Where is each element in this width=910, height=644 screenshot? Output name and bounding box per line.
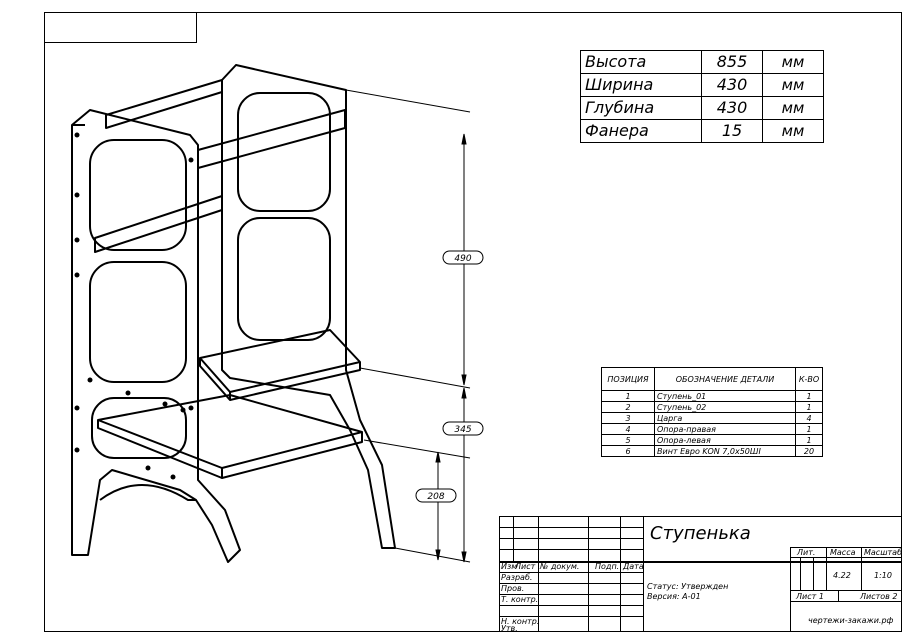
sheet-number: Лист 1	[796, 592, 824, 601]
mass-value: 4.22	[833, 571, 851, 580]
drawing-title: Ступенька	[650, 523, 751, 544]
row-razrab: Разраб.	[501, 573, 533, 582]
part-name: Опора-левая	[654, 434, 796, 446]
col-izm: Изм	[501, 562, 518, 571]
part-pos: 2	[601, 401, 655, 413]
status-text: Статус: Утвержден	[647, 582, 729, 591]
spec-unit: мм	[762, 50, 824, 74]
part-pos: 1	[601, 390, 655, 402]
upper-platform	[199, 329, 361, 401]
spec-value: 855	[701, 50, 763, 74]
parts-header-position: ПОЗИЦИЯ	[601, 367, 655, 391]
part-pos: 6	[601, 445, 655, 457]
spec-row: Высота 855 мм	[580, 50, 824, 74]
lit-label: Лит.	[797, 548, 816, 557]
spec-row: Глубина 430 мм	[580, 96, 824, 120]
spec-row: Ширина 430 мм	[580, 73, 824, 97]
top-rails	[94, 79, 346, 253]
col-doc: № докум.	[540, 562, 580, 571]
spec-table: Высота 855 мм Ширина 430 мм Глубина 430 …	[580, 50, 824, 143]
part-pos: 5	[601, 434, 655, 446]
dimension-labels	[415, 250, 484, 503]
row-prov: Пров.	[501, 584, 525, 593]
corner-stamp-box	[44, 12, 197, 43]
drawing-frame	[44, 12, 902, 632]
table-row: 1 Ступень_01 1	[601, 390, 823, 402]
site-name: чертежи-закажи.рф	[808, 616, 894, 625]
part-qty: 20	[795, 445, 823, 457]
spec-label: Ширина	[580, 73, 702, 97]
screw-holes	[74, 132, 194, 480]
part-qty: 1	[795, 434, 823, 446]
part-name: Опора-правая	[654, 423, 796, 435]
col-list: Лист	[515, 562, 536, 571]
spec-label: Высота	[580, 50, 702, 74]
spec-label: Фанера	[580, 119, 702, 143]
part-qty: 1	[795, 401, 823, 413]
row-utv: Утв.	[501, 624, 518, 633]
part-name: Ступень_02	[654, 401, 796, 413]
part-name: Царга	[654, 412, 796, 424]
part-name: Ступень_01	[654, 390, 796, 402]
front-side-panel	[71, 109, 241, 563]
scale-label: Масштаб	[864, 548, 903, 557]
parts-header-row: ПОЗИЦИЯ ОБОЗНАЧЕНИЕ ДЕТАЛИ К-ВО	[601, 367, 823, 391]
title-block: Ступенька Изм Лист № докум. Подп. Дата Р…	[499, 516, 903, 633]
parts-table: ПОЗИЦИЯ ОБОЗНАЧЕНИЕ ДЕТАЛИ К-ВО 1 Ступен…	[601, 367, 823, 457]
dim-top-height: 490	[454, 254, 471, 264]
lower-step	[97, 394, 363, 479]
version-text: Версия: А-01	[647, 592, 701, 601]
mass-label: Масса	[830, 548, 856, 557]
col-sign: Подп.	[595, 562, 620, 571]
table-row: 5 Опора-левая 1	[601, 434, 823, 446]
spec-unit: мм	[762, 73, 824, 97]
row-n-kontr: Н. контр.	[501, 617, 540, 626]
spec-unit: мм	[762, 119, 824, 143]
parts-header-name: ОБОЗНАЧЕНИЕ ДЕТАЛИ	[654, 367, 796, 391]
table-row: 4 Опора-правая 1	[601, 423, 823, 435]
part-qty: 4	[795, 412, 823, 424]
spec-value: 15	[701, 119, 763, 143]
spec-value: 430	[701, 73, 763, 97]
spec-row: Фанера 15 мм	[580, 119, 824, 143]
part-qty: 1	[795, 390, 823, 402]
part-name: Винт Евро KON 7,0x50ШI	[654, 445, 796, 457]
spec-label: Глубина	[580, 96, 702, 120]
dim-middle-height: 345	[454, 425, 471, 435]
spec-value: 430	[701, 96, 763, 120]
dim-low-height: 208	[427, 492, 444, 502]
row-t-kontr: Т. контр.	[501, 595, 539, 604]
table-row: 2 Ступень_02 1	[601, 401, 823, 413]
sheets-total: Листов 2	[860, 592, 898, 601]
part-pos: 4	[601, 423, 655, 435]
scale-value: 1:10	[874, 571, 892, 580]
part-pos: 3	[601, 412, 655, 424]
table-row: 6 Винт Евро KON 7,0x50ШI 20	[601, 445, 823, 457]
table-row: 3 Царга 4	[601, 412, 823, 424]
parts-header-qty: К-ВО	[795, 367, 823, 391]
part-qty: 1	[795, 423, 823, 435]
col-date: Дата	[623, 562, 644, 571]
spec-unit: мм	[762, 96, 824, 120]
